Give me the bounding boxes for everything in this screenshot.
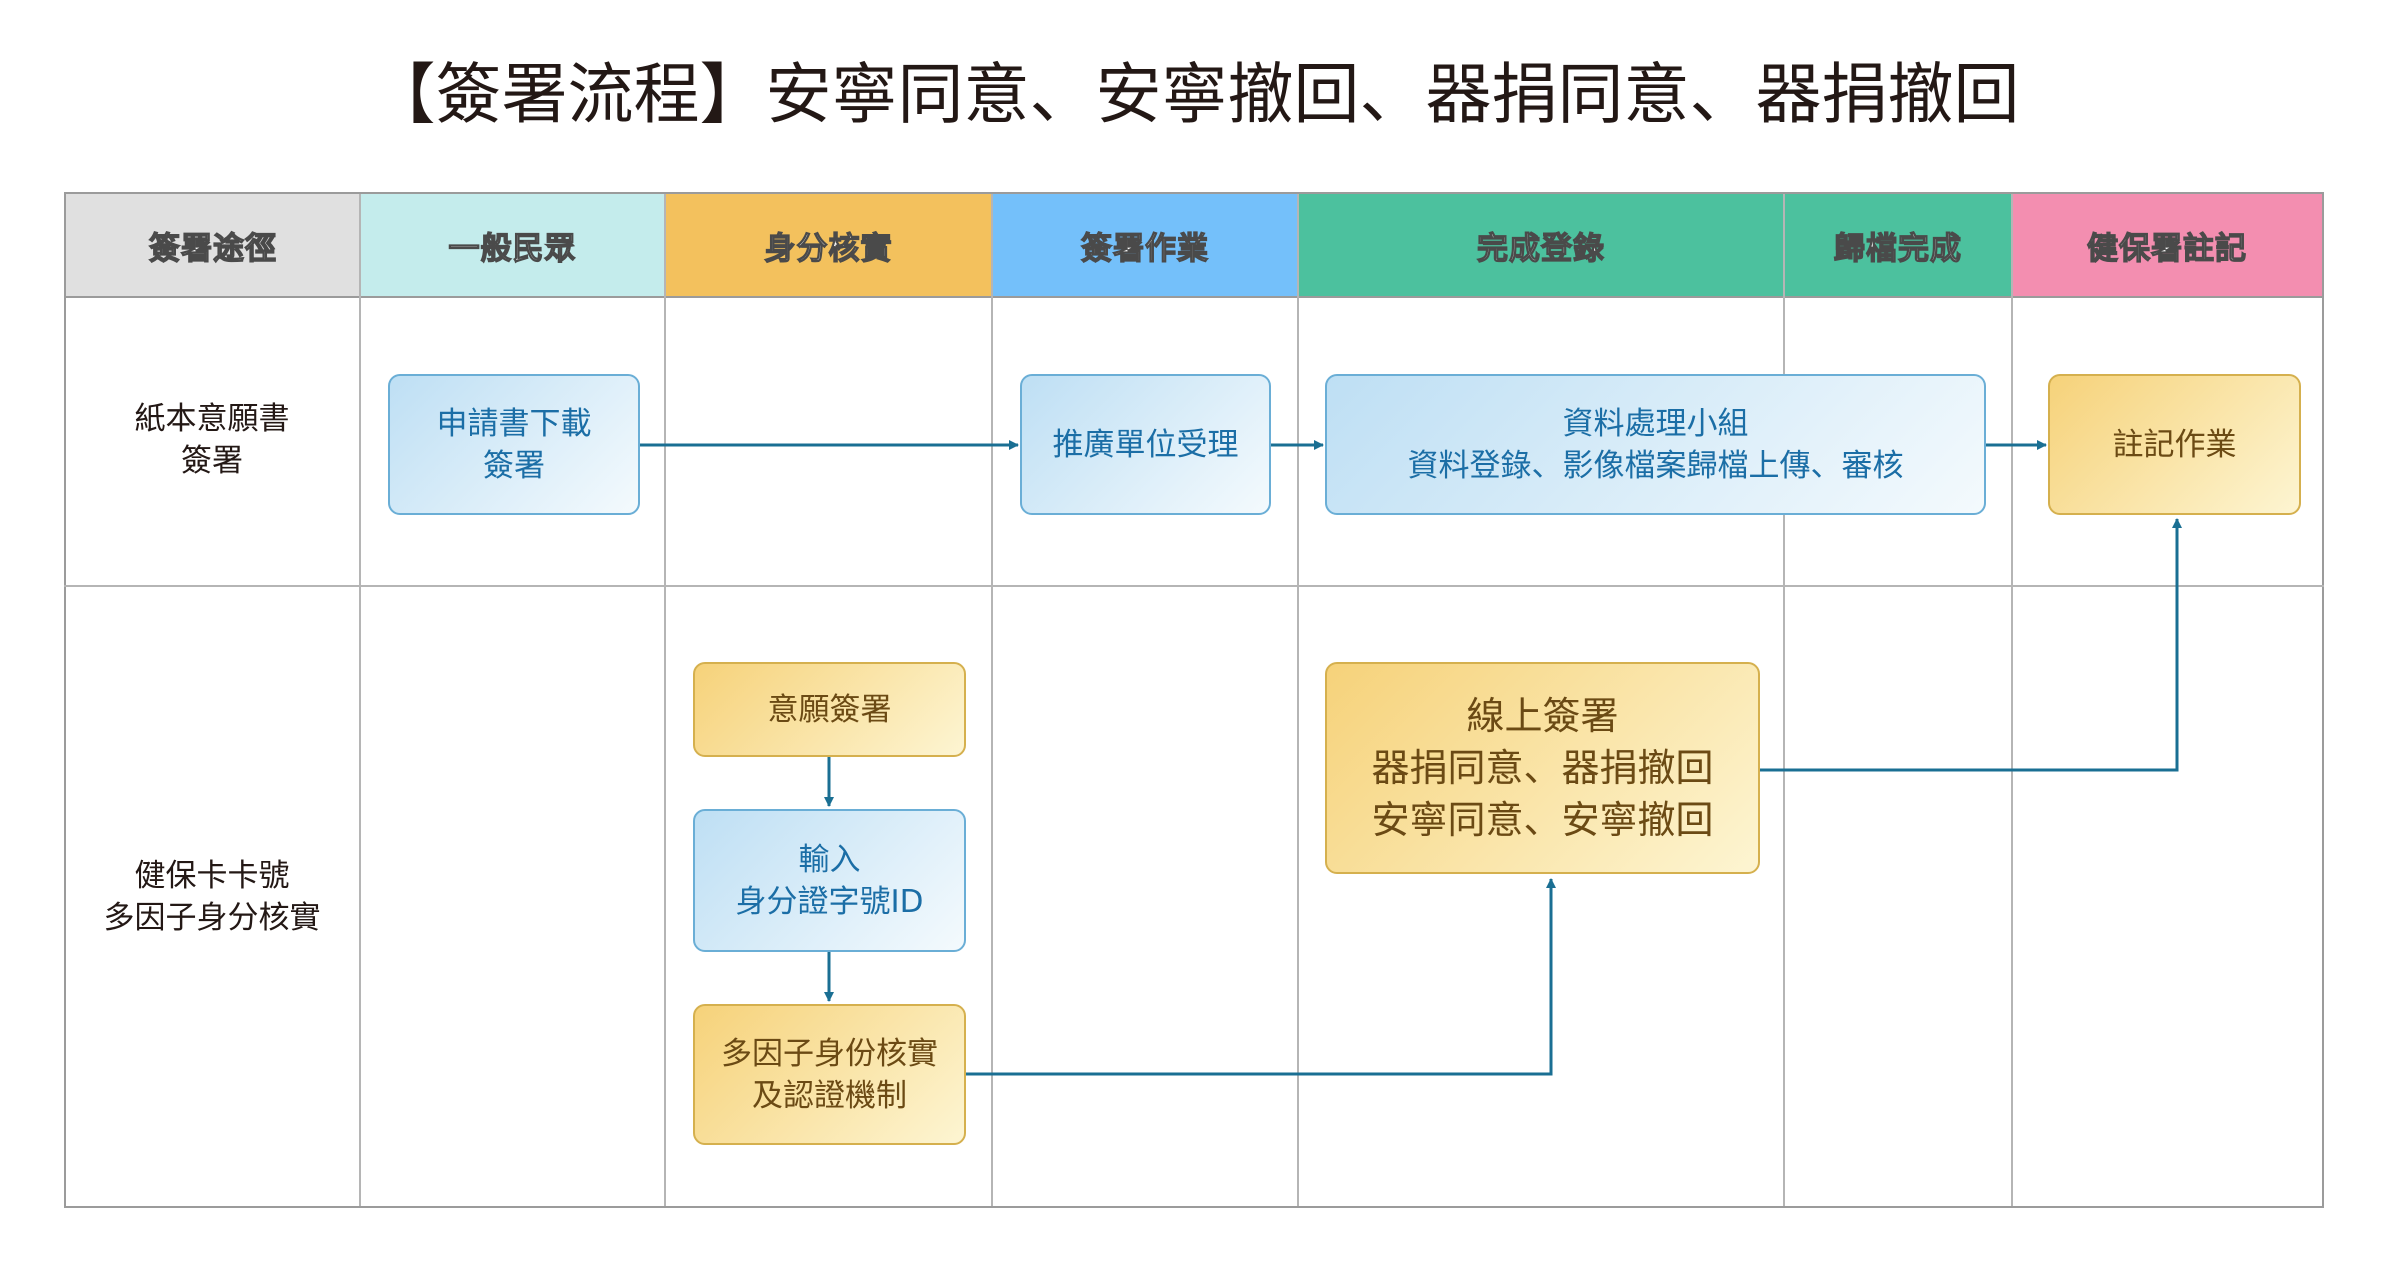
header-identity-verification: 身分核實: [665, 194, 992, 297]
node-text: 線上簽署: [1466, 694, 1619, 738]
node-multi-factor-verification: 多因子身份核實 及認證機制: [693, 1004, 966, 1145]
header-signing-operation: 簽署作業: [992, 194, 1298, 297]
node-text: 簽署: [483, 447, 545, 484]
header-divider: [64, 296, 2324, 298]
row-label-nhi-card: 健保卡卡號 多因子身分核實: [66, 855, 358, 939]
column-divider: [359, 194, 361, 1206]
node-text: 輸入: [798, 841, 861, 878]
row-divider: [64, 585, 2324, 587]
column-divider: [991, 194, 993, 1206]
swimlane-table: [64, 192, 2324, 1208]
node-text: 身分證字號ID: [735, 883, 924, 920]
node-text: 器捐同意、器捐撤回: [1371, 746, 1714, 790]
node-text: 安寧同意、安寧撤回: [1371, 798, 1714, 842]
node-input-id: 輸入 身分證字號ID: [693, 809, 966, 952]
column-divider: [1297, 194, 1299, 1206]
node-willing-sign: 意願簽署: [693, 662, 966, 757]
row-label-paper: 紙本意願書 簽署: [66, 398, 358, 482]
header-signing-path: 簽署途徑: [66, 194, 360, 297]
column-divider: [1783, 194, 1785, 1206]
node-text: 註記作業: [2112, 426, 2237, 463]
row-label-line: 多因子身分核實: [103, 900, 321, 936]
arrow-online-sign-to-annotation: [1760, 518, 2182, 772]
node-annotation-task: 註記作業: [2048, 374, 2301, 515]
node-data-processing-team: 資料處理小組 資料登錄、影像檔案歸檔上傳、審核: [1325, 374, 1986, 515]
header-archive-complete: 歸檔完成: [1784, 194, 2012, 297]
header-public: 一般民眾: [360, 194, 665, 297]
node-text: 推廣單位受理: [1052, 426, 1239, 463]
column-divider: [664, 194, 666, 1206]
node-text: 及認證機制: [752, 1077, 907, 1114]
row-label-line: 健保卡卡號: [134, 858, 290, 894]
header-nhia-annotation: 健保署註記: [2012, 194, 2322, 297]
row-label-line: 簽署: [181, 443, 243, 479]
row-label-line: 紙本意願書: [134, 401, 290, 437]
node-text: 意願簽署: [767, 691, 892, 728]
node-text: 申請書下載: [436, 405, 592, 442]
node-text: 多因子身份核實: [721, 1035, 938, 1072]
node-promotion-unit: 推廣單位受理: [1020, 374, 1271, 515]
page-title: 【簽署流程】安寧同意、安寧撤回、器捐同意、器捐撤回: [369, 56, 2020, 133]
arrow-mfa-to-online-sign: [965, 878, 1556, 1076]
node-download-application: 申請書下載 簽署: [388, 374, 640, 515]
node-text: 資料處理小組: [1562, 405, 1749, 442]
header-registration-complete: 完成登錄: [1298, 194, 1784, 297]
node-text: 資料登錄、影像檔案歸檔上傳、審核: [1407, 447, 1904, 484]
node-online-signing: 線上簽署 器捐同意、器捐撤回 安寧同意、安寧撤回: [1325, 662, 1760, 874]
column-divider: [2011, 194, 2013, 1206]
